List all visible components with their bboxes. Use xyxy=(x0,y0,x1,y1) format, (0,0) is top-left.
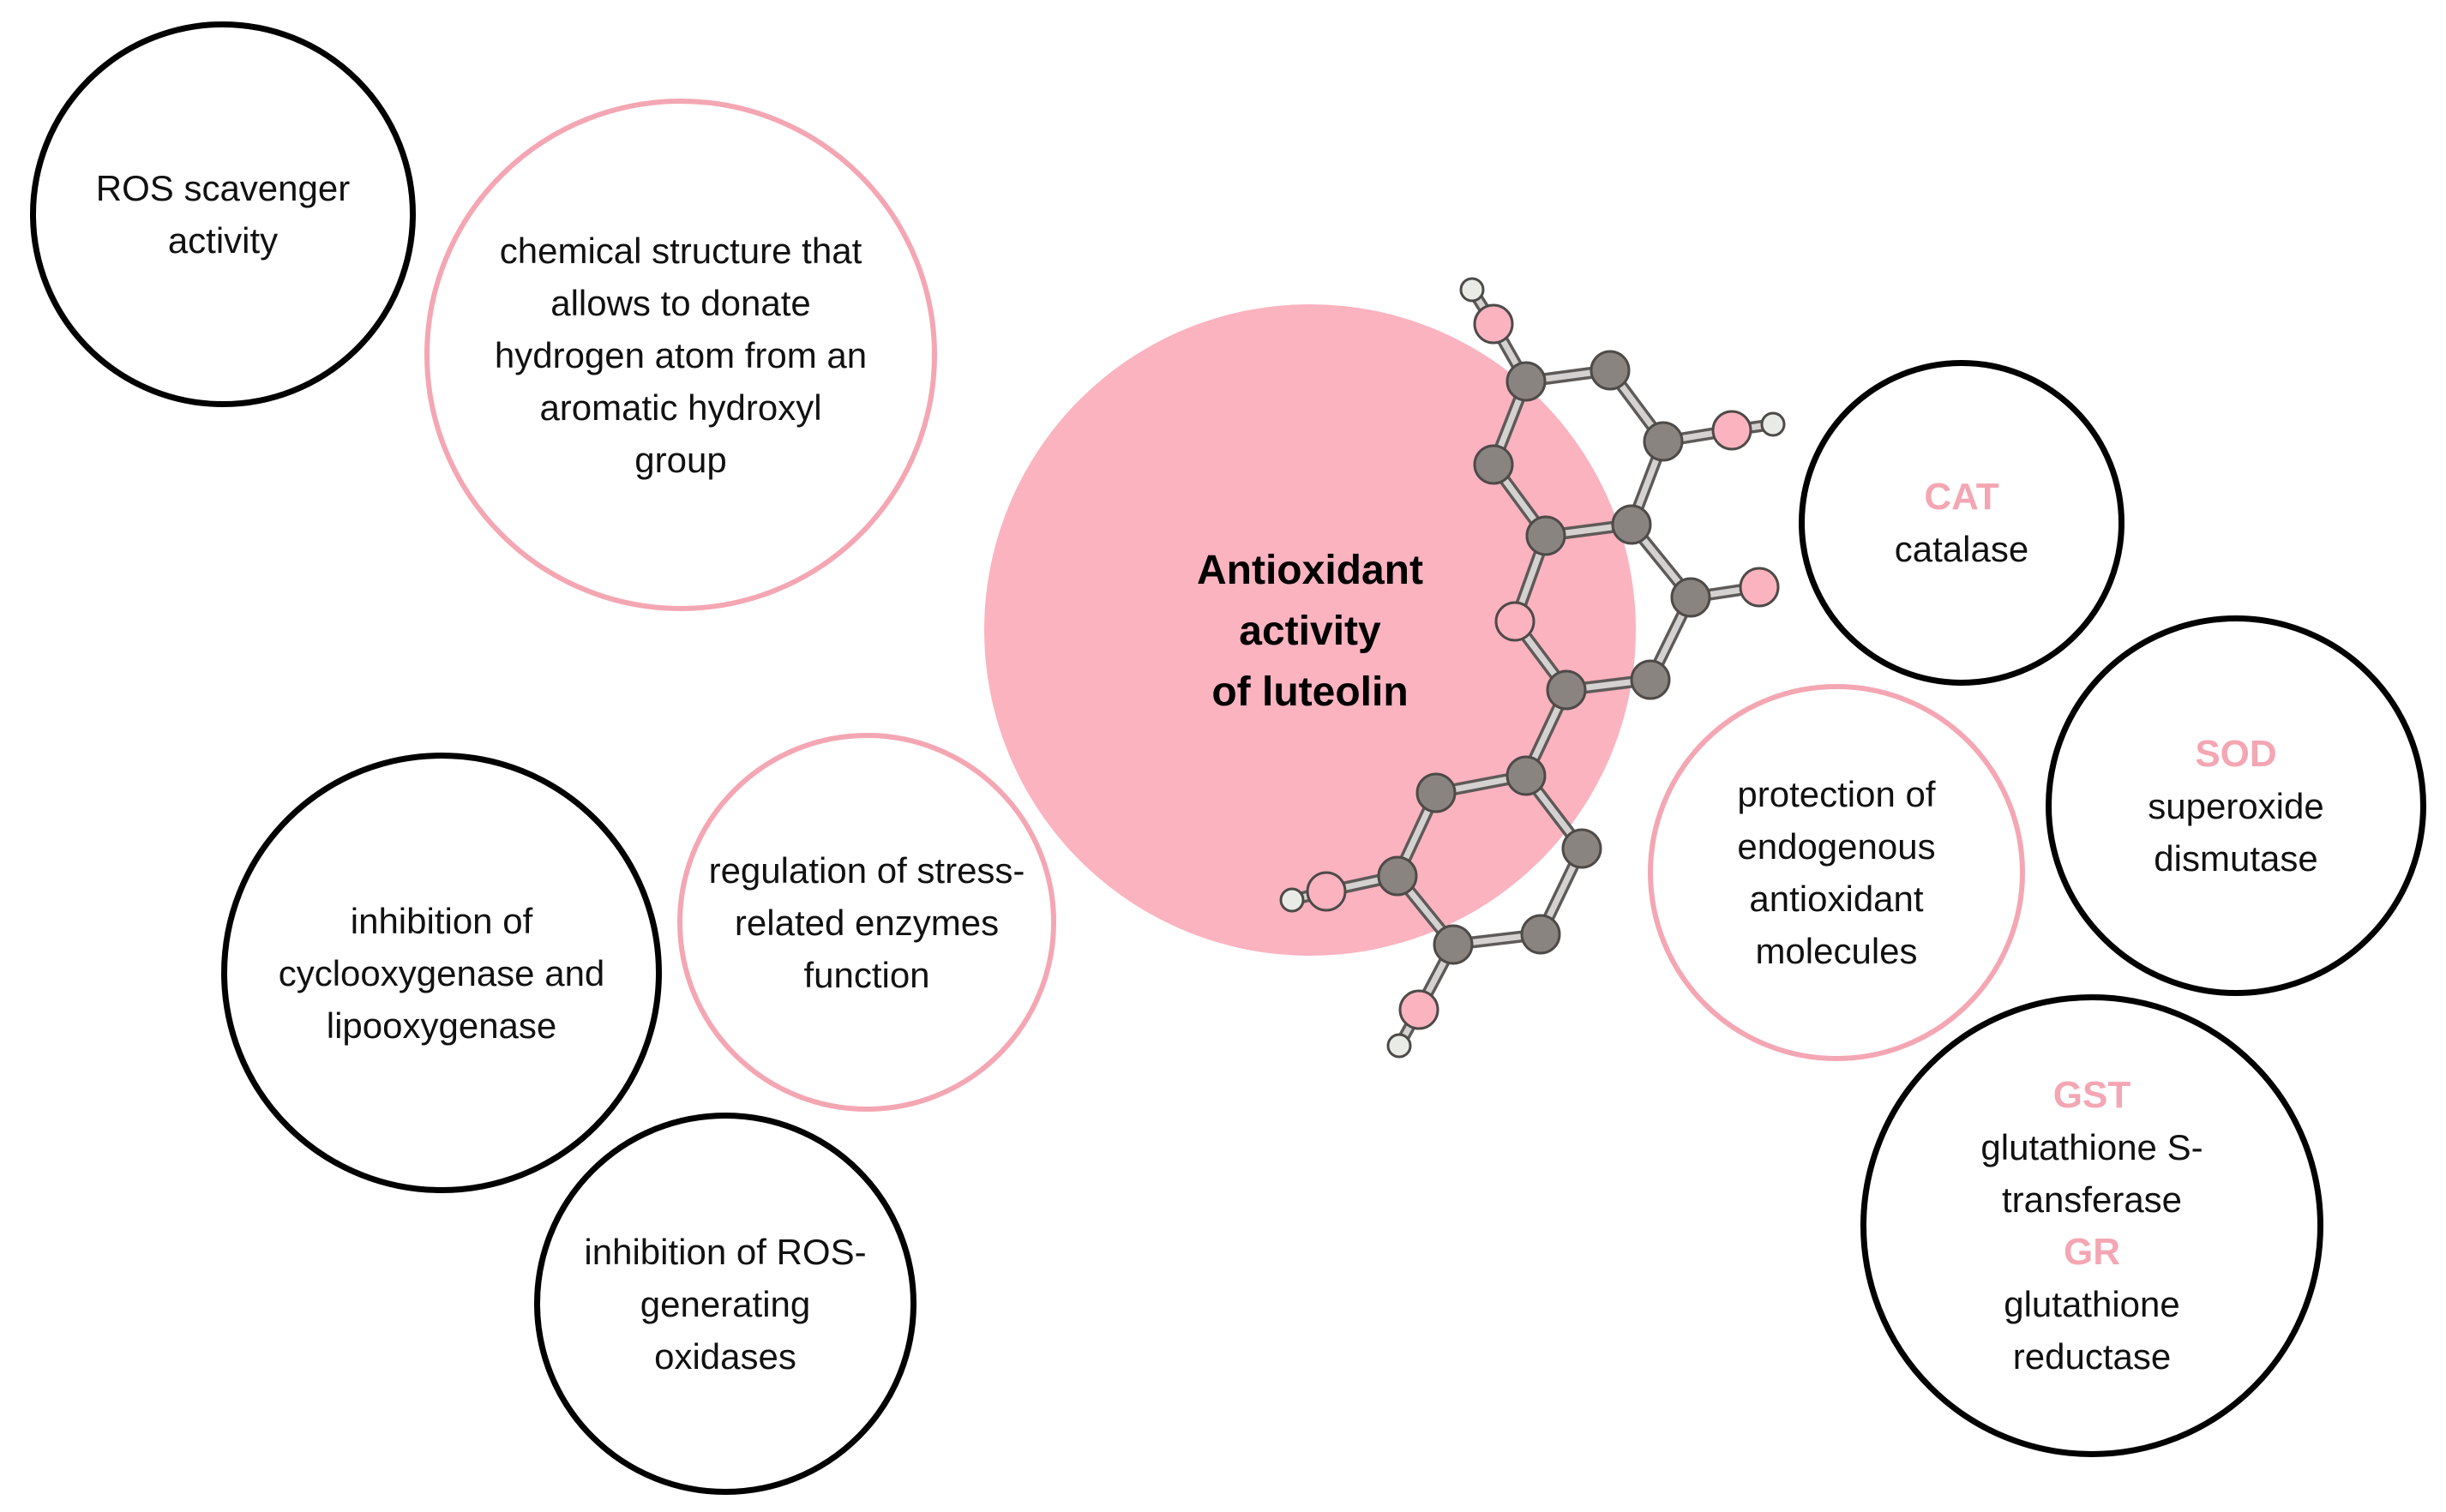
sod-name: superoxide dismutase xyxy=(2148,785,2324,879)
hydrogen-atom xyxy=(1459,277,1485,303)
chemical-structure-bubble: chemical structure that allows to donate… xyxy=(424,99,937,611)
sod-abbr: SOD xyxy=(2195,732,2277,775)
carbon-atom xyxy=(1415,772,1457,813)
gr-abbr: GR xyxy=(2064,1231,2120,1273)
gst-abbr: GST xyxy=(2052,1074,2131,1116)
protection-bubble: protection of endogenous antioxidant mol… xyxy=(1648,684,2025,1061)
carbon-atom xyxy=(1473,444,1514,485)
gst-gr-bubble: GST glutathione S- transferase GR glutat… xyxy=(1860,994,2323,1457)
center-title: Antioxidant activity of luteolin xyxy=(1197,548,1423,715)
chemical-structure-text: chemical structure that allows to donate… xyxy=(494,230,868,480)
sod-bubble: SOD superoxide dismutase xyxy=(2046,615,2426,996)
carbon-atom xyxy=(1611,504,1652,545)
oxygen-atom xyxy=(1398,989,1439,1030)
oxygen-atom xyxy=(1739,567,1780,608)
oxygen-atom xyxy=(1494,601,1536,642)
oxygen-atom xyxy=(1473,303,1514,345)
carbon-atom xyxy=(1433,924,1474,965)
carbon-atom xyxy=(1520,914,1561,955)
cat-abbr: CAT xyxy=(1924,476,1999,518)
ros-scavenger-bubble: ROS scavenger activity xyxy=(30,21,416,407)
gr-name: glutathione reductase xyxy=(2004,1284,2180,1377)
protection-text: protection of endogenous antioxidant mol… xyxy=(1737,774,1936,971)
carbon-atom xyxy=(1505,361,1547,402)
carbon-atom xyxy=(1643,421,1684,462)
carbon-atom xyxy=(1546,669,1587,711)
ros-oxidases-bubble: inhibition of ROS- generating oxidases xyxy=(534,1113,916,1495)
carbon-atom xyxy=(1630,659,1671,700)
hydrogen-atom xyxy=(1386,1033,1412,1059)
carbon-atom xyxy=(1377,855,1418,897)
stress-enzymes-bubble: regulation of stress- related enzymes fu… xyxy=(677,733,1056,1112)
carbon-atom xyxy=(1561,828,1602,869)
hydrogen-atom xyxy=(1760,411,1786,437)
carbon-atom xyxy=(1590,350,1631,391)
stress-enzymes-text: regulation of stress- related enzymes fu… xyxy=(708,849,1025,995)
cox-lox-inhibition-bubble: inhibition of cyclooxygenase and lipooxy… xyxy=(221,753,662,1193)
cat-bubble: CAT catalase xyxy=(1799,360,2124,686)
carbon-atom xyxy=(1525,515,1566,556)
carbon-atom xyxy=(1670,577,1711,618)
oxygen-atom xyxy=(1711,410,1752,451)
ros-oxidases-text: inhibition of ROS- generating oxidases xyxy=(584,1231,867,1377)
gst-name: glutathione S- transferase xyxy=(1980,1127,2203,1220)
carbon-atom xyxy=(1505,755,1547,796)
cox-lox-inhibition-text: inhibition of cyclooxygenase and lipooxy… xyxy=(278,900,605,1046)
hydrogen-atom xyxy=(1279,887,1305,913)
ros-scavenger-text: ROS scavenger activity xyxy=(95,168,351,261)
cat-name: catalase xyxy=(1894,529,2029,569)
oxygen-atom xyxy=(1306,871,1347,912)
